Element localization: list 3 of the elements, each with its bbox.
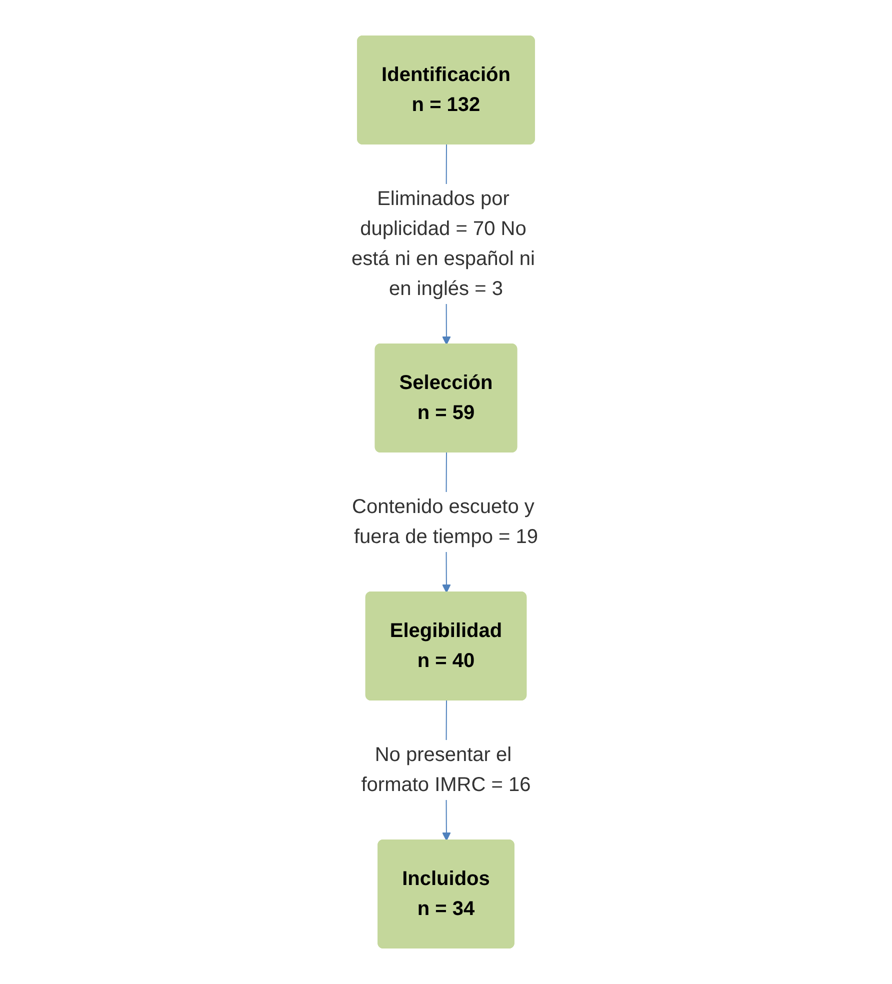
- edge-label: No presentar el formato IMRC = 16: [361, 744, 531, 796]
- edge-label: Eliminados por duplicidad = 70 No está ni en español ni en inglés = 3: [351, 188, 535, 300]
- edge-label: Contenido escueto y fuera de tiempo = 19: [352, 496, 538, 548]
